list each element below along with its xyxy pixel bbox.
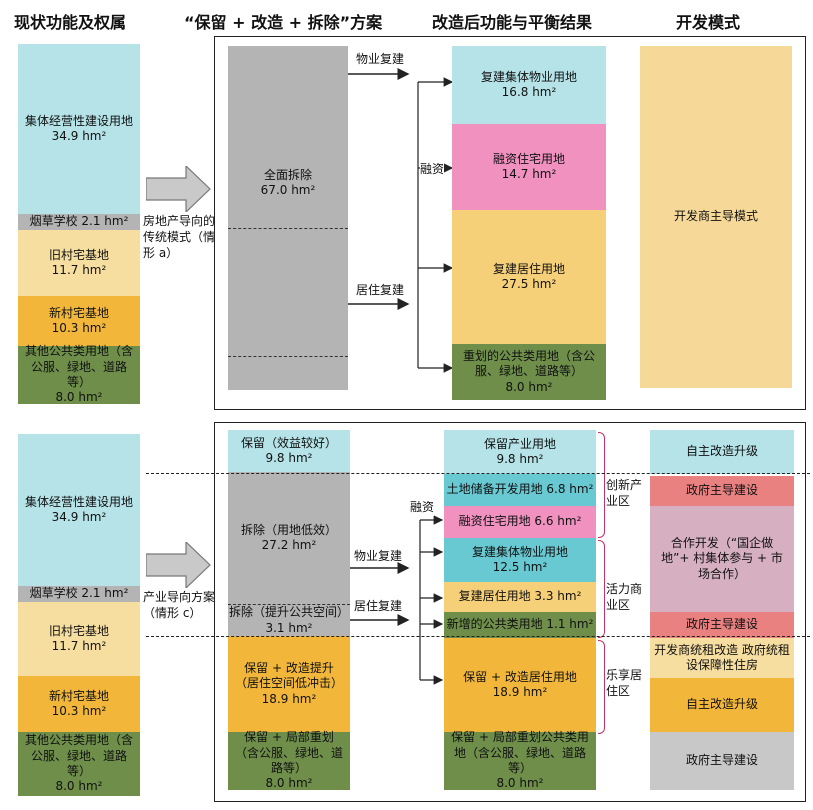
header-result: 改造后功能与平衡结果 xyxy=(432,13,593,32)
header-current: 现状功能及权属 xyxy=(14,13,127,32)
zone-residential: 乐享居住区 xyxy=(606,668,643,698)
bottom-label-property: 物业复建 xyxy=(354,549,403,563)
bottom-frame xyxy=(214,422,806,802)
bottom-plan-retain-upgrade: 保留 + 改造提升（居住空间低冲击）18.9 hm² xyxy=(228,636,350,732)
zone-brace-commercial xyxy=(598,540,605,638)
bottom-plan-demolish-inefficient: 拆除（用地低效）27.2 hm² xyxy=(228,472,350,604)
bottom-result-finance-housing: 融资住宅用地 6.6 hm² xyxy=(444,506,596,538)
top-plan-divider-1 xyxy=(228,228,348,229)
bottom-mode-self-upgrade-1: 自主改造升级 xyxy=(650,430,794,474)
bottom-plan-retain: 保留（效益较好）9.8 hm² xyxy=(228,430,350,472)
bottom-result-retain-public: 保留 + 局部重划公共类用地（含公服、绿地、道路等）8.0 hm² xyxy=(444,730,596,790)
top-frame xyxy=(214,36,806,410)
zone-divider-bottom xyxy=(146,636,810,637)
bottom-plan-retain-replan: 保留 + 局部重划（含公服、绿地、道路等）8.0 hm² xyxy=(228,730,350,790)
zone-innovation: 创新产业区 xyxy=(606,478,643,508)
top-current-tobacco-school: 烟草学校 2.1 hm² xyxy=(18,214,140,230)
header-plan: “保留 + 改造 + 拆除”方案 xyxy=(184,13,383,32)
bottom-mode-cooperative: 合作开发（“国企做地”+ 村集体参与 + 市场合作） xyxy=(650,506,794,612)
bottom-arrow-label: 产业导向方案（情形 c） xyxy=(143,590,216,620)
bottom-result-rebuilt-residential: 复建居住用地 3.3 hm² xyxy=(444,582,596,612)
bottom-mode-government-2: 政府主导建设 xyxy=(650,612,794,638)
bottom-mode-government-1: 政府主导建设 xyxy=(650,476,794,506)
top-arrows xyxy=(348,68,454,373)
bottom-arrows xyxy=(350,515,444,685)
zone-brace-innovation xyxy=(598,432,605,538)
bottom-current-tobacco-school: 烟草学校 2.1 hm² xyxy=(18,586,140,602)
top-plan-divider-2 xyxy=(228,356,348,357)
bottom-mode-developer-lease: 开发商统租改造 政府统租设保障性住房 xyxy=(650,638,794,678)
bottom-label-residential: 居住复建 xyxy=(354,599,403,613)
top-label-residential: 居住复建 xyxy=(356,283,405,297)
top-big-arrow-icon xyxy=(146,166,211,212)
zone-divider-top xyxy=(146,473,810,474)
zone-commercial: 活力商业区 xyxy=(606,582,643,612)
top-current-public-land: 其他公共类用地（含公服、绿地、道路等）8.0 hm² xyxy=(18,344,140,404)
bottom-big-arrow-icon xyxy=(146,542,211,588)
bottom-label-finance: 融资 xyxy=(410,500,435,516)
bottom-current-public-land: 其他公共类用地（含公服、绿地、道路等）8.0 hm² xyxy=(18,732,140,796)
top-mode-developer-led: 开发商主导模式 xyxy=(640,46,792,388)
top-result-public-land: 重划的公共类用地（含公服、绿地、道路等）8.0 hm² xyxy=(452,344,606,400)
bottom-mode-self-upgrade-2: 自主改造升级 xyxy=(650,678,794,732)
zone-brace-residential xyxy=(598,640,605,734)
top-label-finance: 融资 xyxy=(420,162,445,178)
top-arrow-label: 房地产导向的传统模式（情形 a） xyxy=(143,214,216,260)
bottom-result-new-public: 新增的公共类用地 1.1 hm² xyxy=(444,612,596,638)
header-mode: 开发模式 xyxy=(676,13,741,32)
bottom-plan-demolish-public: 拆除（提升公共空间）3.1 hm² xyxy=(228,604,350,636)
bottom-result-land-reserve: 土地储备开发用地 6.8 hm² xyxy=(444,474,596,506)
bottom-mode-government-3: 政府主导建设 xyxy=(650,732,794,790)
top-label-property: 物业复建 xyxy=(356,52,405,66)
